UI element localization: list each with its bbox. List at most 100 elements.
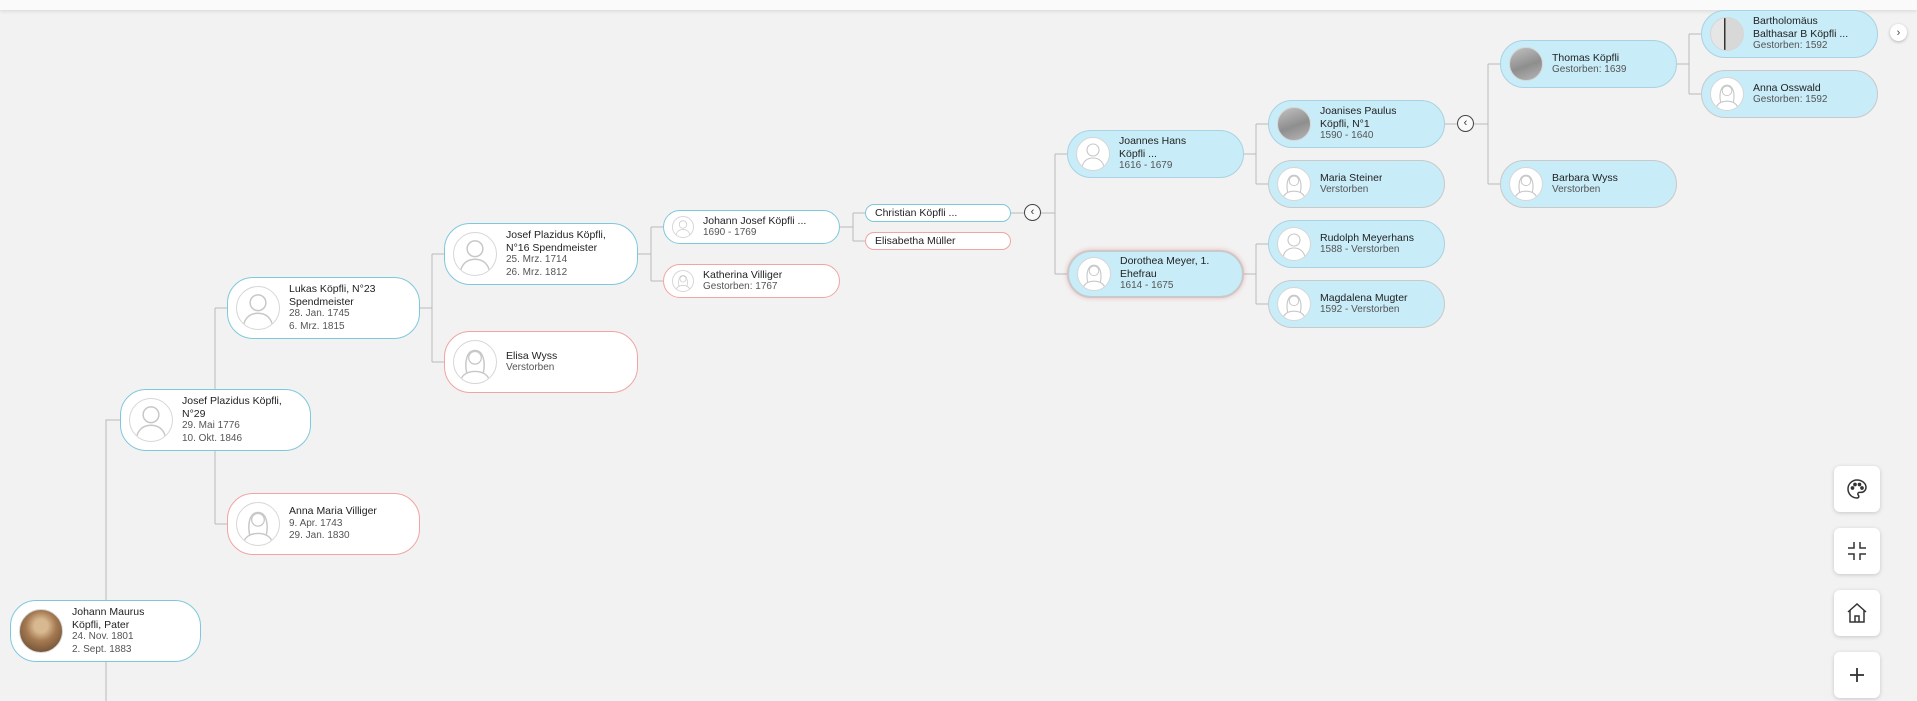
male-avatar-icon — [129, 398, 173, 442]
male-avatar-icon — [453, 232, 497, 276]
fit-screen-button[interactable] — [1834, 528, 1880, 574]
person-photo — [1277, 107, 1311, 141]
person-dates: 1592 - Verstorben — [1320, 304, 1400, 315]
person-name: Balthasar B Köpfli ... — [1753, 27, 1849, 40]
person-name: Joannes Hans — [1119, 135, 1187, 148]
person-dates: Gestorben: 1592 — [1753, 94, 1828, 105]
person-name: Anna Osswald — [1753, 81, 1821, 94]
person-name: Maria Steiner — [1320, 171, 1383, 184]
home-button[interactable] — [1834, 590, 1880, 636]
person-name: Magdalena Mugter — [1320, 291, 1408, 304]
person-card[interactable]: Elisabetha Müller — [865, 232, 1011, 250]
male-avatar-icon — [236, 286, 280, 330]
zoom-in-button[interactable] — [1834, 652, 1880, 698]
person-name: Christian Köpfli ... — [875, 206, 958, 219]
person-name: Rudolph Meyerhans — [1320, 231, 1414, 244]
person-info: Christian Köpfli ... — [875, 207, 957, 220]
person-dates: Verstorben — [1320, 184, 1369, 195]
person-dates: 1590 - 1640 — [1320, 130, 1374, 142]
theme-button[interactable] — [1834, 466, 1880, 512]
person-dates: 24. Nov. 1801 — [72, 631, 134, 642]
person-dates: Gestorben: 1639 — [1552, 64, 1627, 75]
person-name: Köpfli ... — [1119, 147, 1157, 160]
person-dates: 6. Mrz. 1815 — [289, 320, 345, 332]
person-photo — [1509, 47, 1543, 81]
person-name: N°16 Spendmeister — [506, 241, 598, 254]
person-dates: Verstorben — [1552, 184, 1601, 195]
person-info: Johann Josef Köpfli ...1690 - 1769 — [703, 215, 806, 240]
female-avatar-icon — [453, 340, 497, 384]
person-dates: 26. Mrz. 1812 — [506, 266, 568, 278]
home-icon — [1847, 602, 1867, 623]
female-avatar-icon — [236, 502, 280, 546]
person-photo — [1710, 17, 1744, 51]
person-name: Lukas Köpfli, N°23 — [289, 283, 376, 295]
collapse-ancestors-button-2[interactable]: ‹ — [1457, 115, 1474, 132]
person-photo — [19, 609, 63, 653]
person-dates: 1588 - Verstorben — [1320, 244, 1400, 255]
person-name: Barbara Wyss — [1552, 171, 1618, 184]
chevron-right-icon: › — [1896, 26, 1901, 39]
female-avatar-icon — [1710, 77, 1744, 111]
person-card[interactable]: Johann Josef Köpfli ...1690 - 1769 — [663, 210, 840, 244]
female-avatar-icon — [1077, 257, 1111, 291]
person-name: Elisabetha Müller — [875, 234, 956, 247]
scroll-right-button[interactable]: › — [1890, 24, 1907, 41]
female-avatar-icon — [672, 270, 694, 292]
person-card[interactable]: Christian Köpfli ... — [865, 204, 1011, 222]
palette-icon — [1847, 479, 1867, 499]
person-name: Josef Plazidus Köpfli, — [182, 395, 282, 407]
person-dates: 9. Apr. 1743 — [289, 517, 343, 529]
person-name: Dorothea Meyer, 1. — [1120, 255, 1210, 268]
person-name: Bartholomäus — [1753, 15, 1818, 28]
person-name: Elisa Wyss — [506, 349, 558, 362]
person-name: Ehefrau — [1120, 267, 1157, 280]
person-dates: Gestorben: 1767 — [703, 281, 778, 292]
male-avatar-icon — [1277, 227, 1311, 261]
person-name: Spendmeister — [289, 295, 354, 308]
female-avatar-icon — [1509, 167, 1543, 201]
person-name: Thomas Köpfli — [1552, 51, 1620, 64]
person-name: Johann Maurus — [72, 606, 145, 618]
collapse-ancestors-button[interactable]: ‹ — [1024, 204, 1041, 221]
female-avatar-icon — [1277, 287, 1311, 321]
chevron-left-icon: ‹ — [1030, 206, 1035, 218]
person-dates: 10. Okt. 1846 — [182, 432, 243, 444]
male-avatar-icon — [1076, 137, 1110, 171]
person-dates: 1614 - 1675 — [1120, 280, 1174, 292]
person-dates: 1690 - 1769 — [703, 227, 757, 238]
top-toolbar — [0, 0, 1917, 10]
person-name: Joanises Paulus — [1320, 105, 1397, 118]
person-dates: 29. Jan. 1830 — [289, 530, 350, 542]
